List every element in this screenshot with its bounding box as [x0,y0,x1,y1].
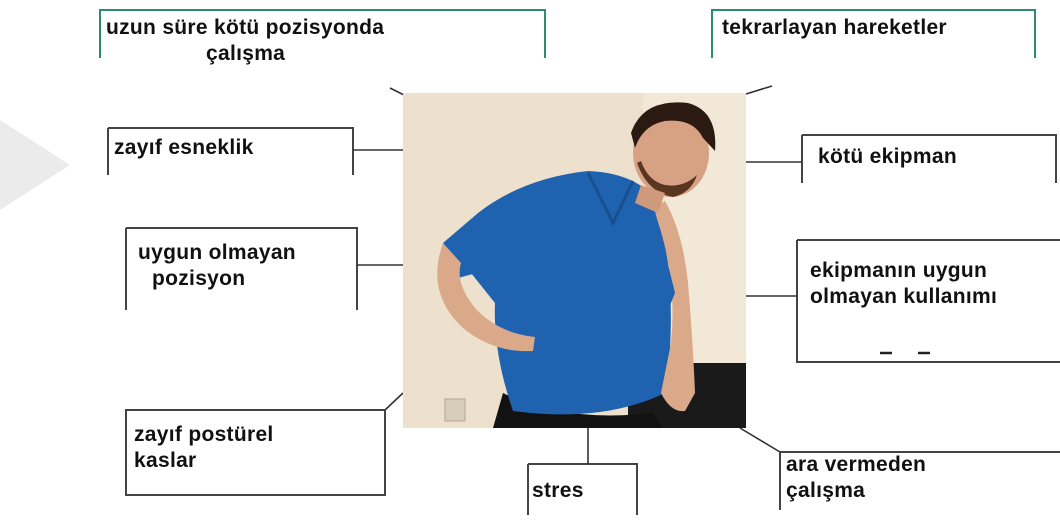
box-stress [527,463,638,515]
box-equipment-misuse [796,239,1060,363]
label-equipment-misuse: ekipmanın uygun olmayan kullanımı [810,259,998,308]
connector-no-break [739,427,781,453]
label-wrong-position: uygun olmayan pozisyon [138,241,296,290]
box-weak-muscles [125,409,386,496]
box-weak-flexibility [107,127,354,175]
label-weak-flexibility: zayıf esneklik [114,136,254,159]
decorative-shade-triangle [0,120,70,210]
label-stress: stres [532,479,584,502]
label-no-break: ara vermeden çalışma [786,453,927,502]
label-poor-posture-long: uzun süre kötü pozisyonda çalışma [106,16,385,65]
box-poor-posture-long [99,9,546,58]
box-wrong-position [125,227,358,310]
box-no-break [779,451,1060,510]
box-repetitive-moves [711,9,1036,58]
connector-repetitive-moves [745,85,773,95]
label-repetitive-moves: tekrarlayan hareketler [722,16,947,39]
connector-weak-muscles [384,392,404,411]
box-bad-equipment [801,134,1057,183]
label-weak-muscles: zayıf postürel kaslar [134,423,274,472]
label-bad-equipment: kötü ekipman [818,145,957,168]
back-pain-photo [403,93,746,428]
